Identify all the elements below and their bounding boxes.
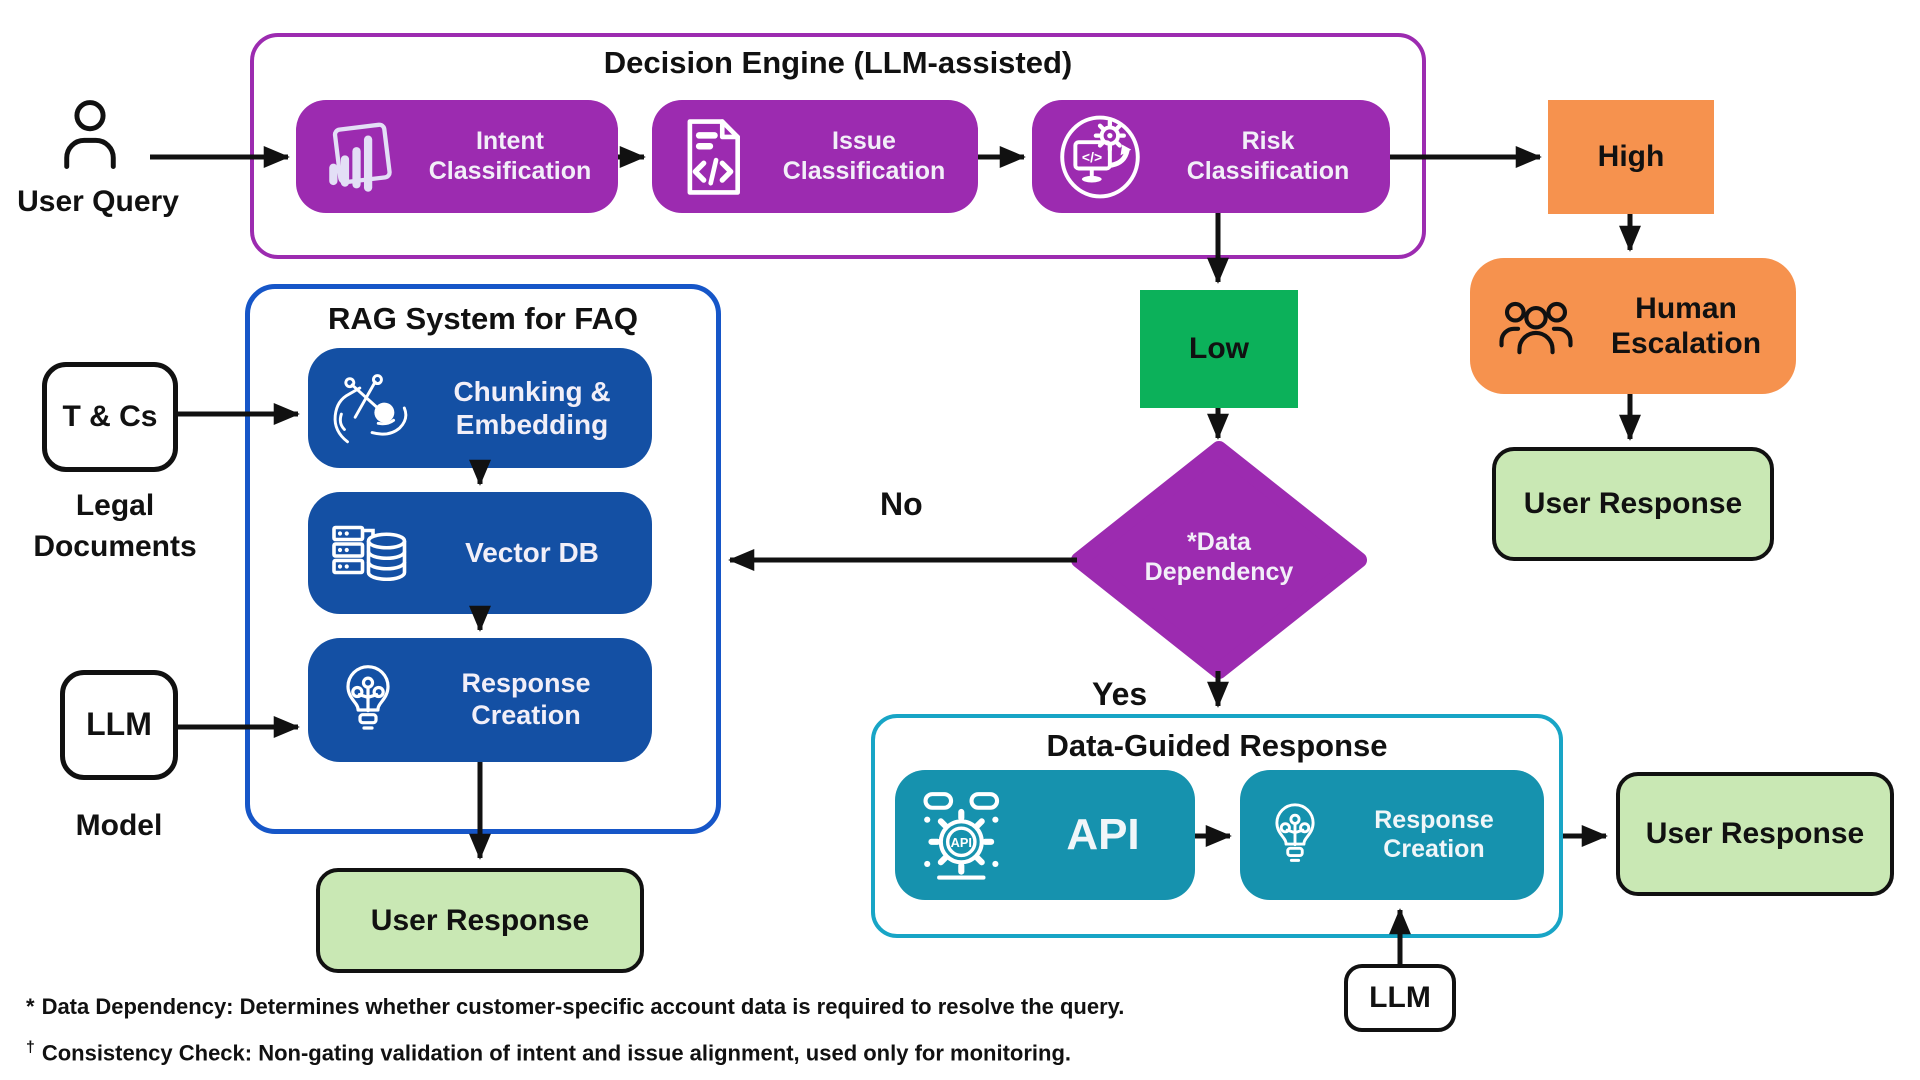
- response-creation-node-teal: Response Creation: [1240, 770, 1544, 900]
- intent-classification-label: Intent Classification: [428, 127, 592, 185]
- low-node: Low: [1140, 290, 1298, 408]
- server-database-icon: [328, 516, 412, 590]
- human-escalation-label: Human Escalation: [1610, 291, 1762, 360]
- user-query-label: User Query: [17, 185, 179, 218]
- response-creation-label-teal: Response Creation: [1374, 805, 1494, 864]
- footnote-2: † Consistency Check: Non-gating validatio…: [26, 1027, 1124, 1073]
- footnote-1-text: Data Dependency: Determines whether cust…: [41, 994, 1125, 1019]
- footnote-1: *Data Dependency: Determines whether cus…: [26, 986, 1124, 1027]
- low-label: Low: [1189, 332, 1249, 366]
- llm-label-bottom: LLM: [1369, 981, 1431, 1015]
- user-icon: [58, 96, 122, 176]
- user-response-node-bottom-right: User Response: [1616, 772, 1894, 896]
- intent-classification-node: Intent Classification: [296, 100, 618, 213]
- tcs-node: T & Cs: [42, 362, 178, 472]
- monitor-gear-icon: </>: [1054, 111, 1146, 203]
- vector-db-label: Vector DB: [465, 537, 599, 569]
- human-escalation-node: Human Escalation: [1470, 258, 1796, 394]
- llm-label-left: LLM: [86, 706, 152, 743]
- lightbulb-network-icon-2: [1266, 798, 1324, 872]
- user-response-node-left: User Response: [316, 868, 644, 973]
- scissors-hands-icon: [326, 370, 412, 446]
- user-response-label-left: User Response: [370, 903, 590, 937]
- model-label: Model: [75, 809, 163, 842]
- no-edge-label: No: [880, 486, 923, 522]
- yes-edge-label: Yes: [1092, 676, 1148, 712]
- llm-node-left: LLM: [60, 670, 178, 780]
- lightbulb-network-icon: [336, 660, 400, 740]
- risk-classification-node: </> Risk Classification: [1032, 100, 1390, 213]
- issue-classification-node: Issue Classification: [652, 100, 978, 213]
- people-icon: [1496, 297, 1576, 355]
- decision-engine-title: Decision Engine (LLM-assisted): [603, 45, 1073, 80]
- risk-classification-label: Risk Classification: [1186, 127, 1350, 185]
- bar-chart-frame-icon: [316, 113, 402, 201]
- footnote-1-symbol: *: [26, 994, 35, 1019]
- code-document-icon: [676, 114, 750, 200]
- user-response-label-bottom-right: User Response: [1645, 817, 1865, 851]
- llm-node-bottom: LLM: [1344, 964, 1456, 1032]
- rag-title: RAG System for FAQ: [327, 301, 639, 336]
- api-gear-icon: API: [915, 789, 1011, 881]
- high-label: High: [1597, 140, 1665, 174]
- data-guided-title: Data-Guided Response: [1046, 728, 1388, 763]
- api-node: API API: [895, 770, 1195, 900]
- svg-text:</>: </>: [1082, 148, 1102, 164]
- user-response-node-right: User Response: [1492, 447, 1774, 561]
- response-creation-node-rag: Response Creation: [308, 638, 652, 762]
- high-node: High: [1548, 100, 1714, 214]
- chunking-embedding-label: Chunking & Embedding: [453, 375, 611, 440]
- footnotes: *Data Dependency: Determines whether cus…: [26, 986, 1124, 1073]
- response-creation-label-rag: Response Creation: [461, 668, 591, 730]
- data-dependency-label: *Data Dependency: [1144, 528, 1294, 586]
- issue-classification-label: Issue Classification: [782, 127, 946, 185]
- svg-text:API: API: [951, 835, 972, 850]
- chunking-embedding-node: Chunking & Embedding: [308, 348, 652, 468]
- api-label: API: [1066, 810, 1140, 860]
- footnote-2-symbol: †: [26, 1039, 35, 1056]
- tcs-label: T & Cs: [62, 400, 158, 434]
- user-response-label: User Response: [1523, 487, 1743, 521]
- vector-db-node: Vector DB: [308, 492, 652, 614]
- footnote-2-text: Consistency Check: Non-gating validation…: [41, 1040, 1071, 1066]
- legal-documents-label: Legal Documents: [33, 489, 197, 563]
